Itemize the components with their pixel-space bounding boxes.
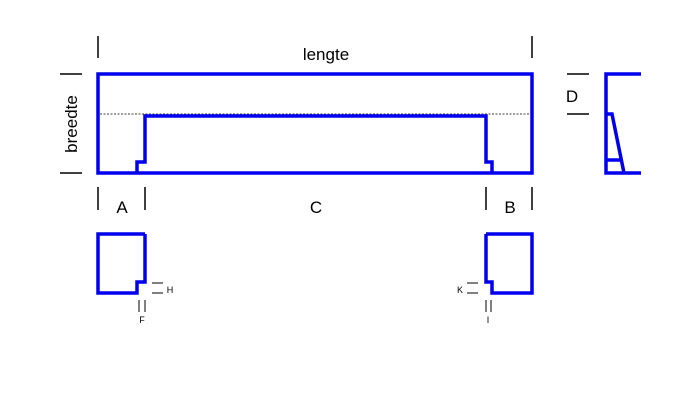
detail-i-label: I <box>487 315 490 325</box>
length-label: lengte <box>303 45 349 64</box>
detail-b-outline <box>484 232 534 295</box>
section-c-label: C <box>310 198 322 217</box>
detail-k-label: K <box>457 285 463 295</box>
section-a-label: A <box>116 198 128 217</box>
side-section-profile <box>606 112 626 174</box>
detail-a-outline <box>96 232 147 295</box>
side-section <box>604 72 641 175</box>
width-label: breedte <box>62 95 81 153</box>
detail-h-label: H <box>167 285 174 295</box>
section-b-label: B <box>504 198 515 217</box>
inner-profile <box>135 114 494 172</box>
section-d-label: D <box>566 87 578 106</box>
detail-f-label: F <box>139 315 145 325</box>
main-outline <box>96 72 534 175</box>
